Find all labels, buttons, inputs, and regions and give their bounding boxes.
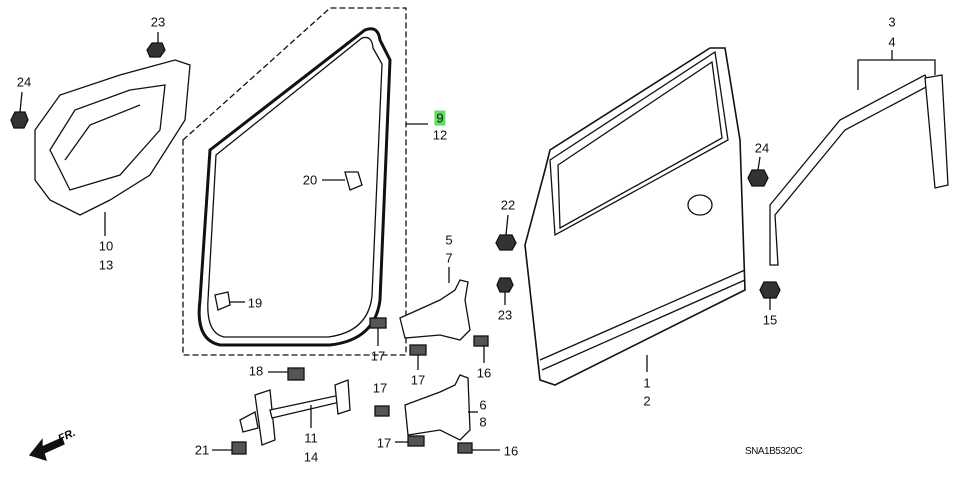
nut-24-part	[10, 111, 29, 129]
callout-2[interactable]: 2	[643, 393, 651, 409]
callout-22[interactable]: 22	[500, 197, 516, 213]
bolt-21-part	[231, 441, 247, 455]
callout-24b[interactable]: 24	[754, 140, 770, 156]
callout-9-highlighted[interactable]: 9	[434, 110, 446, 126]
bolt-17d-part	[407, 435, 425, 447]
callout-20[interactable]: 20	[302, 172, 318, 188]
callout-16a[interactable]: 16	[476, 365, 492, 381]
callout-19[interactable]: 19	[247, 295, 263, 311]
callout-17d[interactable]: 17	[376, 435, 392, 451]
clip-20-part	[344, 171, 363, 191]
nut-15-part	[759, 281, 781, 299]
door-liner-part	[34, 59, 191, 216]
weatherstrip-part	[197, 27, 392, 347]
bolt-18-part	[287, 367, 305, 381]
callout-13[interactable]: 13	[98, 257, 114, 273]
callout-23b[interactable]: 23	[497, 307, 513, 323]
callout-8[interactable]: 8	[479, 414, 487, 430]
callout-17b[interactable]: 17	[410, 372, 426, 388]
callout-16b[interactable]: 16	[503, 443, 519, 459]
callout-6[interactable]: 6	[479, 397, 487, 413]
upper-hinge-part	[399, 279, 471, 341]
bolt-17c-part	[374, 405, 390, 417]
bolt-16b-part	[457, 442, 473, 454]
door-checker-part	[254, 389, 276, 446]
nut-24b-part	[747, 169, 769, 187]
callout-7[interactable]: 7	[445, 250, 453, 266]
callout-24[interactable]: 24	[16, 74, 32, 90]
nut-23-part	[146, 42, 166, 58]
diagram-code: SNA1B5320C	[745, 446, 803, 457]
bolt-17b-part	[409, 344, 427, 356]
bolt-16a-part	[473, 335, 489, 347]
clip-19-part	[214, 291, 231, 311]
callout-10[interactable]: 10	[98, 238, 114, 254]
weatherstrip-group-box	[182, 7, 407, 356]
door-molding-part	[769, 74, 931, 266]
callout-23[interactable]: 23	[150, 14, 166, 30]
front-direction-arrow-icon	[28, 437, 65, 461]
callout-1[interactable]: 1	[643, 375, 651, 391]
callout-15[interactable]: 15	[762, 312, 778, 328]
nut-22-part	[495, 234, 517, 251]
callout-14[interactable]: 14	[303, 449, 319, 465]
sash-garnish-part	[924, 74, 949, 189]
front-door-part	[524, 47, 746, 386]
lower-hinge-part	[404, 374, 471, 441]
callout-21[interactable]: 21	[194, 442, 210, 458]
callout-17c[interactable]: 17	[372, 380, 388, 396]
callout-5[interactable]: 5	[445, 232, 453, 248]
callout-4[interactable]: 4	[888, 34, 896, 50]
callout-17a[interactable]: 17	[370, 348, 386, 364]
callout-18[interactable]: 18	[248, 363, 264, 379]
callout-11[interactable]: 11	[304, 430, 318, 446]
nut-23b-part	[496, 277, 514, 293]
callout-12[interactable]: 12	[432, 127, 448, 143]
callout-3[interactable]: 3	[888, 14, 896, 30]
bolt-17a-part	[369, 317, 387, 329]
